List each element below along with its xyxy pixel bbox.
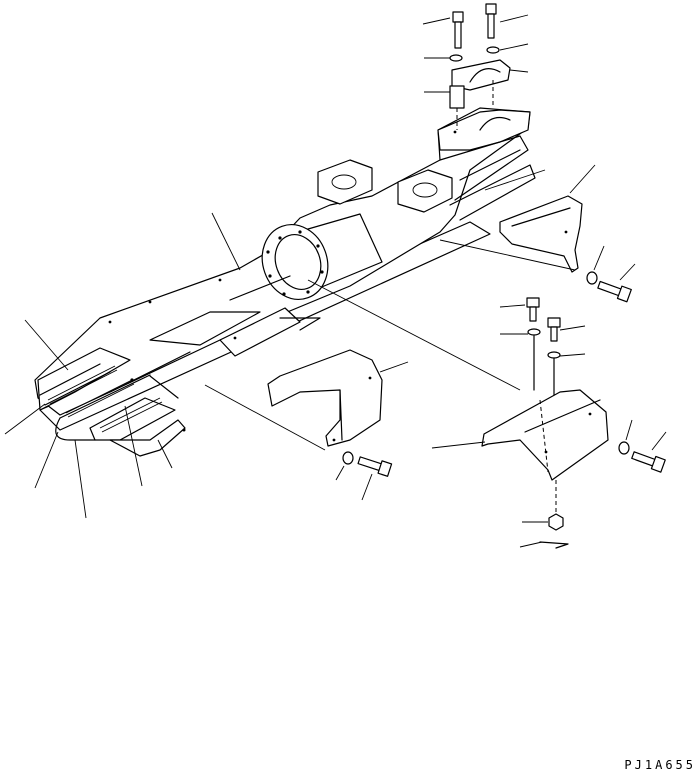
split-pin-icon bbox=[539, 541, 569, 549]
bolt-icon bbox=[526, 297, 540, 322]
guard-lower-right bbox=[307, 279, 667, 549]
washer-icon bbox=[618, 441, 630, 455]
bolt-icon bbox=[631, 451, 666, 473]
dowel-sleeve bbox=[449, 85, 465, 109]
washer-icon bbox=[449, 54, 463, 62]
left-leaders bbox=[4, 169, 546, 519]
washer-icon bbox=[342, 451, 354, 465]
washer-icon bbox=[586, 271, 598, 285]
cap-assembly bbox=[422, 3, 529, 130]
washer-icon bbox=[527, 328, 541, 336]
bolt-icon bbox=[597, 280, 632, 303]
bolt-icon bbox=[547, 317, 561, 342]
frame-housing bbox=[34, 107, 536, 457]
nut-icon bbox=[548, 513, 564, 531]
washer-icon bbox=[547, 351, 561, 359]
bolt-icon bbox=[485, 3, 497, 39]
bolt-icon bbox=[357, 456, 393, 477]
figure-code: PJ1A655 bbox=[624, 758, 696, 772]
bolt-icon bbox=[452, 11, 464, 49]
washer-icon bbox=[486, 46, 500, 54]
guard-middle bbox=[204, 349, 409, 501]
guard-upper-right bbox=[439, 164, 636, 303]
